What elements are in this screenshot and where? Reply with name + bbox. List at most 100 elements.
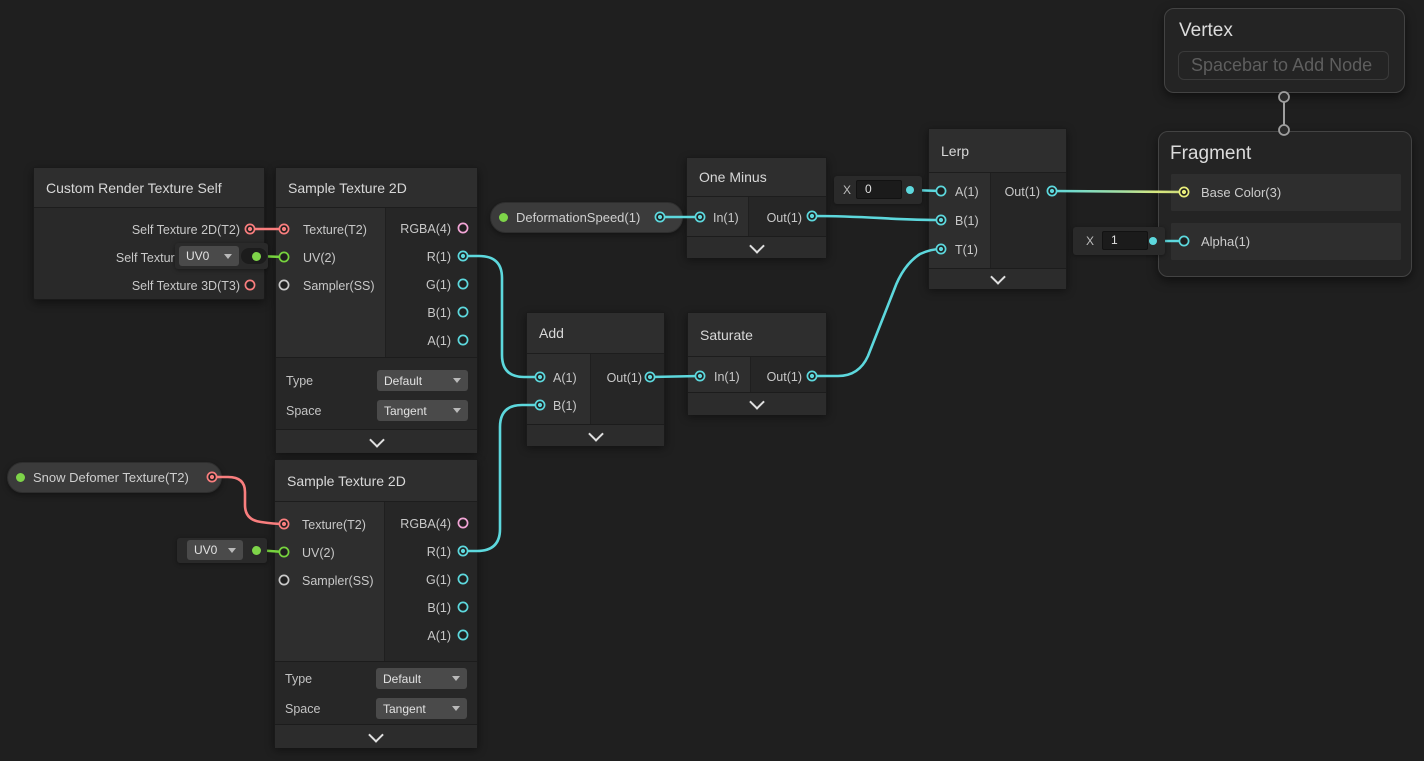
caret-icon — [224, 253, 232, 259]
input-column — [276, 208, 386, 357]
input-column — [688, 357, 751, 392]
exposed-property-dot-icon — [499, 213, 508, 222]
fragment-title: Fragment — [1170, 143, 1252, 164]
output-label-r: R(1) — [426, 250, 451, 264]
input-label-b: B(1) — [955, 214, 979, 228]
chevron-down-icon — [748, 237, 765, 254]
exposed-property-dot-icon — [16, 473, 25, 482]
output-label-a: A(1) — [427, 334, 451, 348]
node-title-bar: Saturate — [688, 313, 826, 357]
node-lerp[interactable]: Lerp A(1) B(1) T(1) Out(1) — [928, 128, 1067, 289]
node-title: Lerp — [941, 142, 970, 159]
output-label-out: Out(1) — [766, 211, 802, 225]
node-one-minus[interactable]: One Minus In(1) Out(1) — [686, 157, 827, 258]
x-component-label: X — [843, 183, 852, 197]
node-custom-render-texture-self[interactable]: Custom Render Texture Self Self Texture … — [33, 167, 265, 300]
chevron-down-icon — [749, 394, 765, 410]
collapse-bar[interactable] — [276, 429, 477, 453]
node-title: Saturate — [700, 326, 753, 343]
node-title: Sample Texture 2D — [288, 179, 407, 196]
value-field[interactable]: 1 — [1102, 231, 1148, 250]
collapse-bar[interactable] — [687, 236, 826, 258]
node-title-bar: Sample Texture 2D — [276, 168, 477, 208]
node-title-bar: Add — [527, 313, 664, 354]
node-title-bar: Custom Render Texture Self — [34, 168, 264, 208]
collapse-bar[interactable] — [275, 724, 477, 748]
property-node-deformation-speed[interactable]: DeformationSpeed(1) — [490, 202, 683, 233]
x-component-label: X — [1086, 234, 1095, 248]
fragment-row-alpha[interactable]: Alpha(1) — [1171, 223, 1401, 260]
node-title-bar: Lerp — [929, 129, 1066, 173]
input-label-b: B(1) — [553, 399, 577, 413]
input-label-in: In(1) — [713, 211, 739, 225]
fragment-context-block[interactable]: Fragment Base Color(3) Alpha(1) — [1158, 131, 1412, 277]
chevron-down-icon — [368, 726, 384, 743]
node-sample-texture-2d-bottom[interactable]: Sample Texture 2D Texture(T2) UV(2) Samp… — [274, 459, 478, 748]
input-label-in: In(1) — [714, 370, 740, 384]
vertex-title: Vertex — [1179, 20, 1233, 41]
uv-channel-dropdown[interactable]: UV0 — [187, 540, 243, 560]
caret-icon — [453, 378, 461, 383]
lerp-a-default-value-widget: X 0 — [834, 176, 922, 204]
node-saturate[interactable]: Saturate In(1) Out(1) — [687, 312, 827, 415]
input-column — [275, 502, 385, 661]
output-label-out: Out(1) — [606, 371, 642, 385]
type-dropdown[interactable]: Default — [377, 370, 468, 391]
value-field[interactable]: 0 — [856, 180, 902, 199]
input-label-t: T(1) — [955, 243, 978, 257]
collapse-bar[interactable] — [527, 424, 664, 446]
output-label-b: B(1) — [427, 601, 451, 615]
collapse-bar[interactable] — [688, 392, 826, 415]
edge-saturate-out-to-lerp-t[interactable] — [810, 247, 943, 378]
node-sample-texture-2d-top[interactable]: Sample Texture 2D Texture(T2) UV(2) Samp… — [275, 167, 478, 453]
output-label-g: G(1) — [426, 278, 451, 292]
setting-label-type: Type — [286, 374, 314, 388]
input-label-a: A(1) — [553, 371, 577, 385]
input-label-a: A(1) — [955, 185, 979, 199]
connector-end-dot-icon — [1278, 91, 1290, 103]
output-label-rgba: RGBA(4) — [400, 517, 451, 531]
input-label-uv: UV(2) — [303, 251, 336, 265]
fragment-row-base-color[interactable]: Base Color(3) — [1171, 174, 1401, 211]
node-title: Add — [539, 325, 564, 341]
setting-label-type: Type — [285, 672, 313, 686]
uv-channel-dropdown[interactable]: UV0 — [179, 246, 239, 266]
node-title: Sample Texture 2D — [287, 472, 406, 489]
input-label-texture: Texture(T2) — [302, 518, 366, 532]
property-node-snow-deformer-texture[interactable]: Snow Defomer Texture(T2) — [7, 462, 222, 493]
output-label-self-texture-2d: Self Texture 2D(T2) — [131, 223, 240, 237]
output-label-out: Out(1) — [766, 370, 802, 384]
caret-icon — [452, 706, 460, 711]
uv-connector-dot-icon — [252, 252, 261, 261]
output-label-self-texture-3d: Self Texture 3D(T3) — [131, 279, 240, 293]
uv-channel-widget-top: UV0 — [175, 243, 268, 269]
collapse-bar[interactable] — [929, 268, 1066, 289]
input-label-sampler: Sampler(SS) — [302, 574, 374, 588]
input-label-uv: UV(2) — [302, 546, 335, 560]
node-title-bar: One Minus — [687, 158, 826, 197]
output-label-rgba: RGBA(4) — [400, 222, 451, 236]
alpha-default-value-widget: X 1 — [1073, 227, 1165, 255]
edge-oneminus-out-to-lerp-b[interactable] — [810, 214, 943, 222]
input-label-sampler: Sampler(SS) — [303, 279, 375, 293]
space-dropdown[interactable]: Tangent — [376, 698, 467, 719]
uv-connector-dot-icon — [252, 546, 261, 555]
setting-label-space: Space — [286, 404, 322, 418]
output-label-out: Out(1) — [1004, 185, 1040, 199]
caret-icon — [228, 547, 236, 553]
vertex-context-block[interactable]: Vertex Spacebar to Add Node — [1164, 8, 1405, 93]
caret-icon — [453, 408, 461, 413]
node-title: Custom Render Texture Self — [46, 179, 222, 196]
output-label-a: A(1) — [427, 629, 451, 643]
node-title: One Minus — [699, 169, 767, 185]
setting-label-space: Space — [285, 702, 321, 716]
value-connector-dot-icon — [1149, 237, 1157, 245]
node-title-bar: Sample Texture 2D — [275, 460, 477, 502]
spacebar-add-node-hint[interactable]: Spacebar to Add Node — [1178, 51, 1389, 80]
node-add[interactable]: Add A(1) B(1) Out(1) — [526, 312, 665, 446]
output-label-g: G(1) — [426, 573, 451, 587]
space-dropdown[interactable]: Tangent — [377, 400, 468, 421]
type-dropdown[interactable]: Default — [376, 668, 467, 689]
value-connector-dot-icon — [906, 186, 914, 194]
